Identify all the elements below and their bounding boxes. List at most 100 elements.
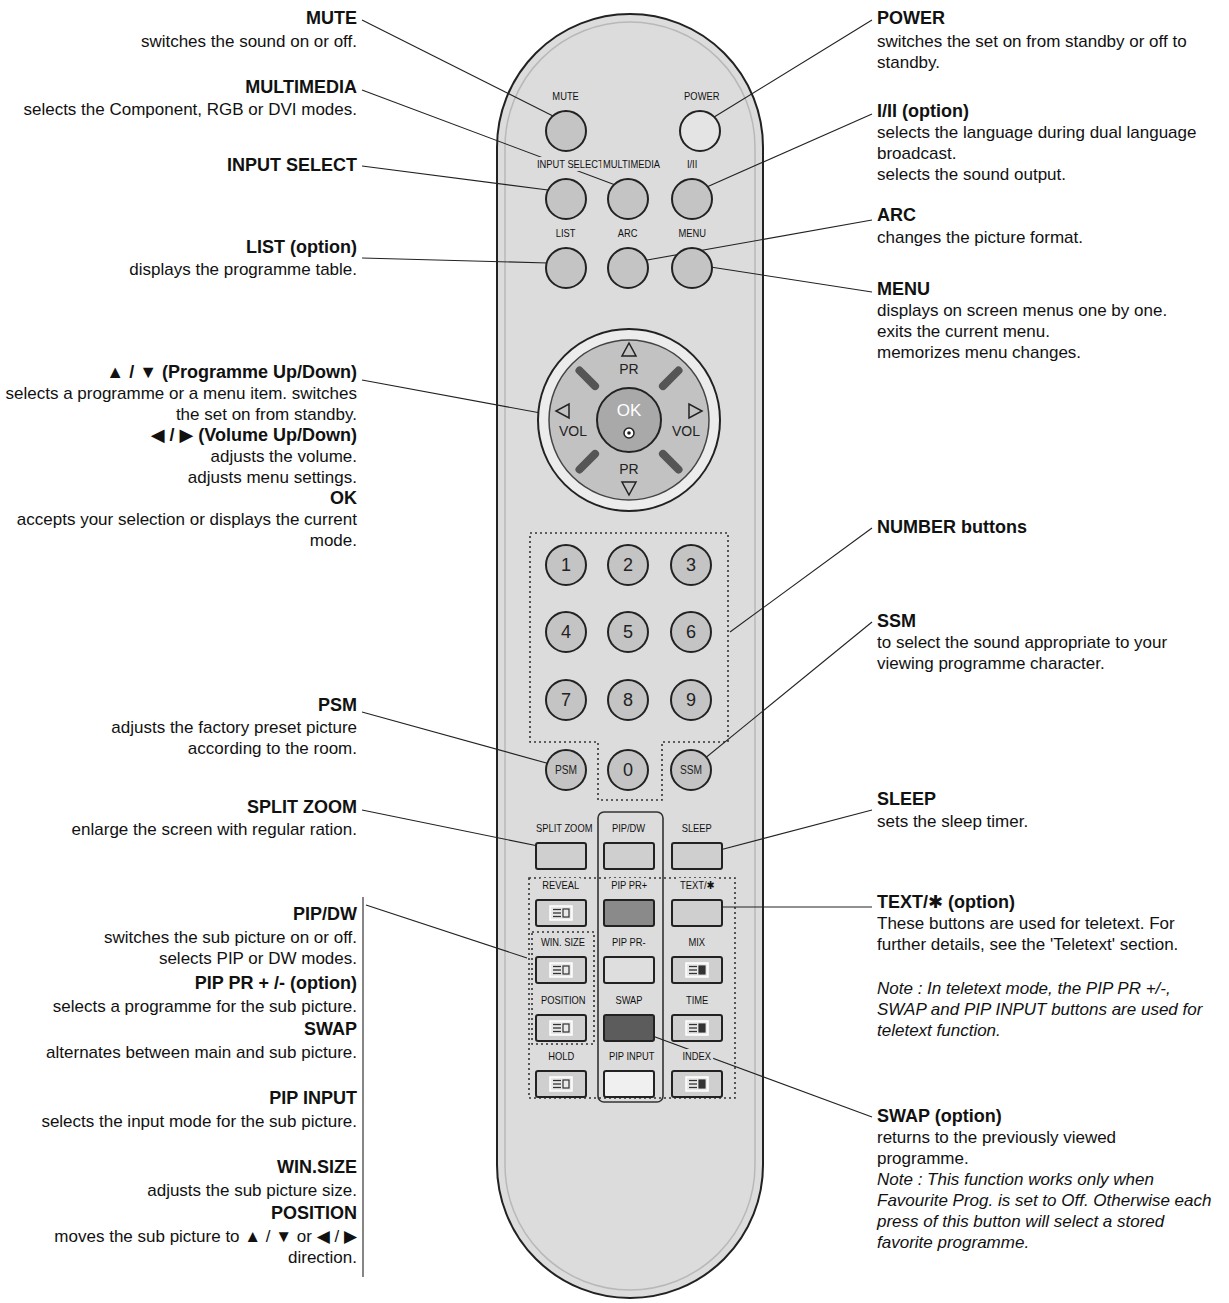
- button-label: ARC: [616, 226, 639, 240]
- callout-heading: PIP/DW: [57, 904, 357, 925]
- callout-text: Note : In teletext mode, the PIP PR +/-,…: [877, 978, 1223, 1041]
- callout-heading: NUMBER buttons: [877, 517, 1217, 538]
- remote-button: ARC: [607, 223, 649, 285]
- icon-stroke: [699, 1080, 705, 1088]
- remote-button: 1: [545, 544, 587, 586]
- remote-button: HOLD: [535, 1046, 587, 1094]
- remote-button: 5: [607, 611, 649, 653]
- rect-button: [535, 956, 587, 984]
- icon-stroke: [689, 973, 697, 974]
- remote-button: POWER: [679, 86, 722, 148]
- remote-button: WIN. SIZE: [535, 932, 587, 980]
- button-label: LIST: [554, 226, 577, 240]
- icon-stroke: [689, 1083, 697, 1084]
- pip-group-outline: [598, 812, 663, 1102]
- ring-divider: [580, 371, 596, 387]
- callout-text: changes the picture format.: [877, 227, 1223, 248]
- callout-heading: LIST (option): [57, 237, 357, 258]
- button-text: 6: [686, 622, 696, 643]
- icon-frame: [686, 1077, 708, 1091]
- icon-frame: [550, 1077, 572, 1091]
- direction-label: VOL: [672, 423, 700, 439]
- callout-text: selects the input mode for the sub pictu…: [7, 1111, 357, 1132]
- button-label: PIP INPUT: [607, 1049, 656, 1063]
- icon-stroke: [689, 1031, 697, 1032]
- callout-heading: PSM: [57, 695, 357, 716]
- callout-heading: INPUT SELECT: [57, 155, 357, 176]
- callout-heading: I/II (option): [877, 101, 1217, 122]
- rect-button: [671, 842, 723, 870]
- rect-button: [535, 899, 587, 927]
- remote-button: INPUT SELECT: [529, 154, 604, 216]
- ring-divider: [580, 454, 596, 470]
- callout-text: switches the set on from standby or off …: [877, 31, 1223, 73]
- icon-stroke: [689, 966, 697, 967]
- callout-text: displays on screen menus one by one.: [877, 300, 1225, 321]
- round-button: [607, 247, 649, 289]
- remote-button: 4: [545, 611, 587, 653]
- remote-button: SPLIT ZOOM: [529, 818, 593, 866]
- icon-stroke: [699, 1024, 705, 1032]
- callout-text: moves the sub picture to ▲ / ▼ or ◀ / ▶ …: [7, 1226, 357, 1268]
- button-label: POSITION: [539, 993, 587, 1007]
- ring-divider: [663, 371, 679, 387]
- callout-heading: POSITION: [57, 1203, 357, 1224]
- direction-label: PR: [619, 361, 638, 377]
- callout-text: adjusts the factory preset picture accor…: [37, 717, 357, 759]
- icon-stroke: [553, 1083, 561, 1084]
- direction-label: VOL: [559, 423, 587, 439]
- remote-button: 6: [670, 611, 712, 653]
- leader-line: [730, 528, 872, 632]
- leader-line: [362, 712, 550, 764]
- icon-stroke: [563, 1024, 569, 1032]
- icon-frame: [550, 1021, 572, 1035]
- round-button: [671, 247, 713, 289]
- leader-line: [362, 810, 548, 848]
- callout-heading: WIN.SIZE: [57, 1157, 357, 1178]
- button-label: PIP PR-: [610, 935, 647, 949]
- leader-line: [716, 810, 872, 851]
- dotted-region: [529, 533, 735, 1098]
- remote-button: I/II: [671, 154, 713, 216]
- leader-line: [704, 266, 872, 292]
- leader-line: [636, 220, 872, 262]
- button-label: MULTIMEDIA: [601, 157, 661, 171]
- callout-heading: SWAP (option): [877, 1106, 1217, 1127]
- icon-stroke: [553, 1031, 561, 1032]
- rect-button: [671, 1014, 723, 1042]
- button-label: SWAP: [614, 993, 645, 1007]
- remote-button: 7: [545, 679, 587, 721]
- remote-button: 8: [607, 679, 649, 721]
- remote-button: MIX: [671, 932, 723, 980]
- remote-button: 2: [607, 544, 649, 586]
- teletext-icon: [549, 962, 573, 978]
- callout-text: returns to the previously viewed program…: [877, 1127, 1177, 1169]
- button-label: SPLIT ZOOM: [534, 821, 594, 835]
- button-label: INPUT SELECT: [535, 157, 605, 171]
- icon-stroke: [553, 916, 561, 917]
- arrow-triangle: [622, 343, 636, 356]
- callout-heading: MENU: [877, 279, 1217, 300]
- button-label: MUTE: [551, 89, 581, 103]
- teletext-icon: [685, 962, 709, 978]
- icon-stroke: [689, 1024, 697, 1025]
- button-label: I/II: [685, 157, 699, 171]
- remote-button: MENU: [671, 223, 713, 285]
- icon-stroke: [689, 969, 697, 970]
- remote-button: PSM: [545, 749, 587, 791]
- leader-line: [700, 114, 872, 190]
- rect-button: [603, 899, 655, 927]
- callout-text: selects the Component, RGB or DVI modes.: [17, 99, 357, 120]
- remote-button: PIP PR+: [603, 875, 655, 923]
- remote-button: POSITION: [535, 990, 588, 1038]
- icon-frame: [686, 1021, 708, 1035]
- rect-button: [603, 842, 655, 870]
- teletext-icon: [549, 1020, 573, 1036]
- button-text: 2: [623, 555, 633, 576]
- button-text: 7: [561, 690, 571, 711]
- icon-stroke: [553, 1080, 561, 1081]
- callout-text: memorizes menu changes.: [877, 342, 1223, 363]
- arrow-triangle: [689, 404, 702, 418]
- icon-stroke: [553, 969, 561, 970]
- leader-line: [362, 897, 363, 1277]
